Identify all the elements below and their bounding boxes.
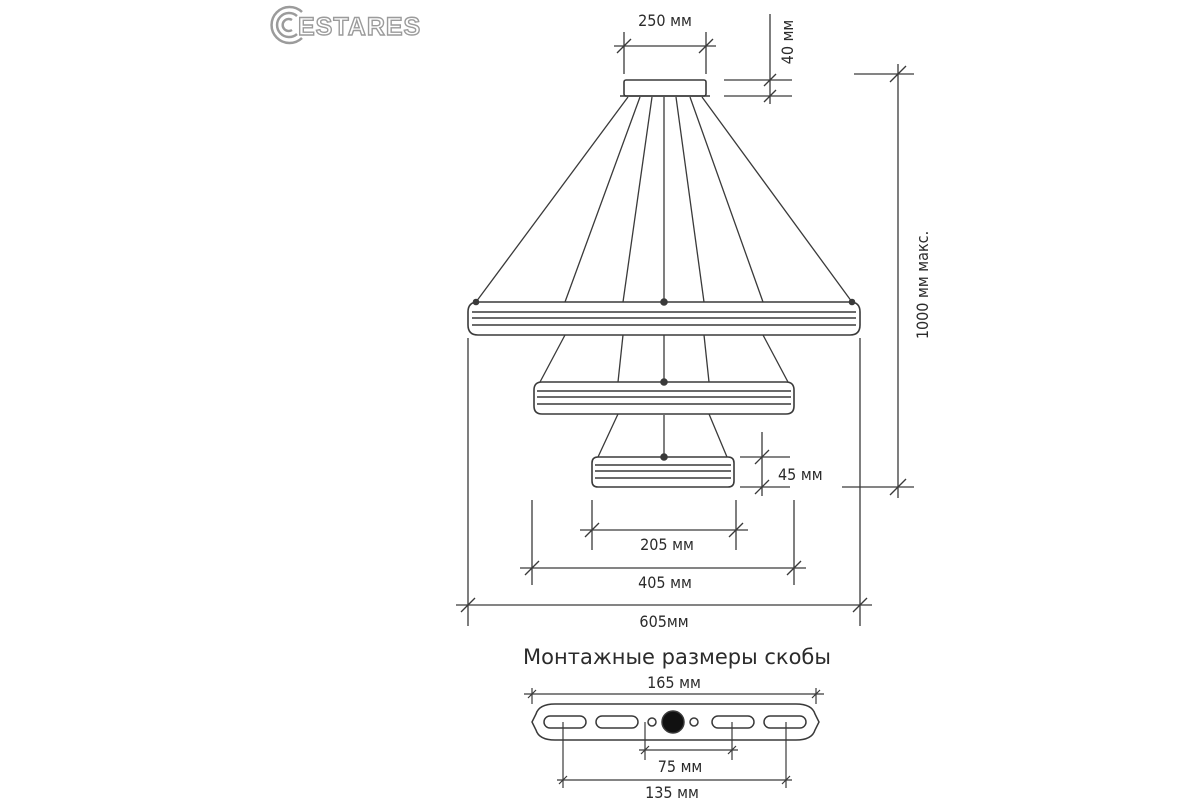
dim-ring-large: 605мм [639,612,688,631]
mounting-bracket [531,703,820,741]
ring-large [467,298,861,336]
bracket-dim-outer: 135 мм [645,783,699,800]
brand-logo: ESTARES [270,5,421,45]
bracket-dimension-lines [524,688,824,788]
ring-small [591,453,735,488]
dim-ring-small: 205 мм [640,535,694,554]
dim-canopy-height: 40 мм [778,20,797,65]
center-mount-hole-icon [661,710,685,734]
dim-canopy-width: 250 мм [638,11,692,30]
dim-ring-thickness: 45 мм [778,465,823,484]
ring-medium [533,378,795,415]
bracket-dim-overall: 165 мм [647,673,701,692]
suspension-cables [475,96,853,458]
dim-ring-medium: 405 мм [638,573,692,592]
canopy [620,79,710,97]
bracket-dim-inner: 75 мм [658,757,703,776]
bracket-title: Монтажные размеры скобы [523,645,831,669]
dim-max-height: 1000 мм макс. [913,231,932,339]
brand-logo-text: ESTARES [298,13,421,41]
logo-mark-icon [270,5,303,45]
dimension-lines [456,14,914,626]
